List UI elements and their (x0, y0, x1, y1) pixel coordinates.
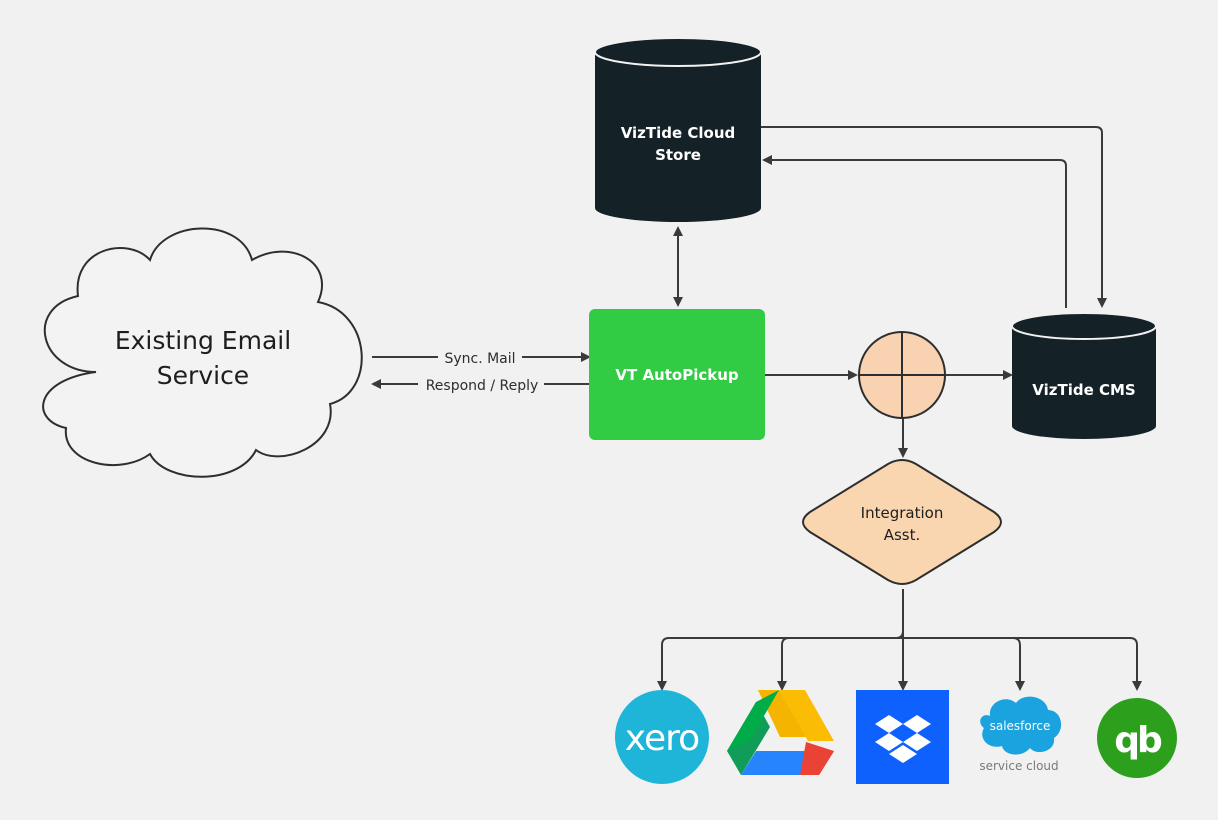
autopickup-node[interactable]: VT AutoPickup (589, 309, 765, 440)
autopickup-box (589, 309, 765, 440)
edge-cms-to-store (762, 155, 1067, 308)
xero-logo-text: xero (625, 718, 699, 759)
integration-diamond (802, 459, 1002, 585)
email-service-label-line1: Existing Email (115, 326, 291, 355)
integration-fanout (657, 589, 1142, 691)
integration-label-line1: Integration (861, 504, 944, 522)
quickbooks-logo-icon[interactable]: qb (1097, 698, 1177, 778)
database-cylinder (595, 52, 761, 222)
cms-node[interactable]: VizTide CMS (1011, 312, 1157, 439)
cloud-store-node[interactable]: VizTide Cloud Store (594, 37, 762, 222)
quickbooks-logo-text: qb (1114, 720, 1162, 761)
edge-label-sync-mail: Sync. Mail (444, 351, 515, 367)
edge-label-sync-mail-group: Sync. Mail (438, 348, 522, 368)
cloud-shape (42, 227, 363, 478)
integration-label-line2: Asst. (884, 526, 921, 544)
database-cylinder (1012, 326, 1156, 439)
salesforce-logo-icon[interactable]: salesforce service cloud (979, 696, 1062, 773)
edge-store-to-cms (760, 126, 1107, 308)
integration-node[interactable]: Integration Asst. (802, 459, 1002, 585)
cloud-store-label-line2: Store (655, 146, 701, 164)
salesforce-brand-text: salesforce (990, 719, 1051, 733)
autopickup-label: VT AutoPickup (615, 366, 739, 384)
email-service-node[interactable]: Existing Email Service (42, 227, 363, 478)
edge-label-respond-group: Respond / Reply (418, 375, 544, 395)
google-drive-logo-icon[interactable] (727, 690, 834, 775)
edge-label-respond-reply: Respond / Reply (426, 378, 539, 394)
email-service-label-line2: Service (157, 361, 249, 390)
salesforce-product-text: service cloud (979, 759, 1058, 773)
dropbox-logo-icon[interactable] (856, 690, 949, 784)
xero-logo-icon[interactable]: xero (615, 690, 709, 784)
cloud-store-label-line1: VizTide Cloud (621, 124, 736, 142)
junction-node[interactable] (858, 331, 946, 419)
cms-label: VizTide CMS (1032, 381, 1135, 399)
